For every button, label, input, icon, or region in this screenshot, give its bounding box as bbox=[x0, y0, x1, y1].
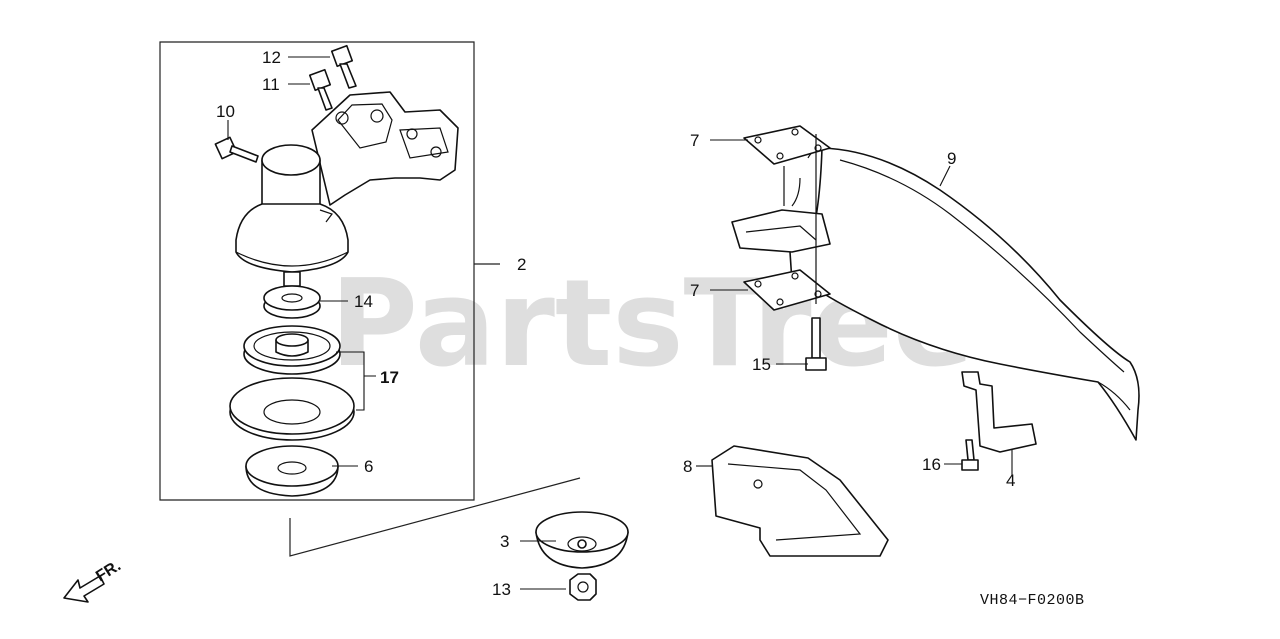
callout-3[interactable]: 3 bbox=[500, 532, 509, 551]
callout-13[interactable]: 13 bbox=[492, 580, 511, 599]
front-direction-indicator: FR. bbox=[63, 557, 124, 603]
callout-17[interactable]: 17 bbox=[380, 368, 399, 387]
callout-7-lower[interactable]: 7 bbox=[690, 281, 699, 300]
cover-8-part[interactable] bbox=[711, 445, 889, 557]
bolt-11-part[interactable] bbox=[308, 68, 333, 111]
callout-8[interactable]: 8 bbox=[683, 457, 692, 476]
callout-9[interactable]: 9 bbox=[947, 149, 956, 168]
leader-9 bbox=[939, 165, 951, 187]
callout-16[interactable]: 16 bbox=[922, 455, 941, 474]
front-arrow-icon bbox=[63, 575, 105, 603]
diagram-reference-code: VH84−F0200B bbox=[980, 592, 1085, 609]
callout-6[interactable]: 6 bbox=[364, 457, 373, 476]
bolt-15-part[interactable] bbox=[805, 317, 827, 371]
nut-13-part[interactable] bbox=[569, 573, 597, 601]
plate-7-lower-part[interactable] bbox=[743, 269, 831, 311]
callout-10[interactable]: 10 bbox=[216, 102, 235, 121]
callout-2[interactable]: 2 bbox=[517, 255, 526, 274]
callout-7-upper[interactable]: 7 bbox=[690, 131, 699, 150]
cup-17-part[interactable] bbox=[229, 377, 355, 441]
plate-7-upper-part[interactable] bbox=[743, 125, 831, 165]
cup-6-part[interactable] bbox=[245, 445, 339, 497]
leader-17 bbox=[336, 351, 376, 411]
shield-9-part[interactable] bbox=[731, 147, 1140, 441]
cup-3-part[interactable] bbox=[535, 511, 629, 569]
callout-14[interactable]: 14 bbox=[354, 292, 373, 311]
bolt-10-part[interactable] bbox=[214, 136, 259, 163]
bolt-12-part[interactable] bbox=[330, 44, 357, 89]
callout-12[interactable]: 12 bbox=[262, 48, 281, 67]
gear-case-part[interactable] bbox=[235, 91, 459, 287]
screw-16-part[interactable] bbox=[961, 439, 979, 471]
bracket-4-part[interactable] bbox=[961, 371, 1037, 453]
washer-14-part[interactable] bbox=[263, 285, 321, 319]
callout-11[interactable]: 11 bbox=[262, 75, 280, 94]
callout-4[interactable]: 4 bbox=[1006, 471, 1015, 490]
blade-holder-17-part[interactable] bbox=[243, 325, 341, 375]
callout-15[interactable]: 15 bbox=[752, 355, 771, 374]
gear-case-assembly-frame bbox=[159, 41, 475, 501]
frame-leader-3 bbox=[289, 477, 581, 557]
